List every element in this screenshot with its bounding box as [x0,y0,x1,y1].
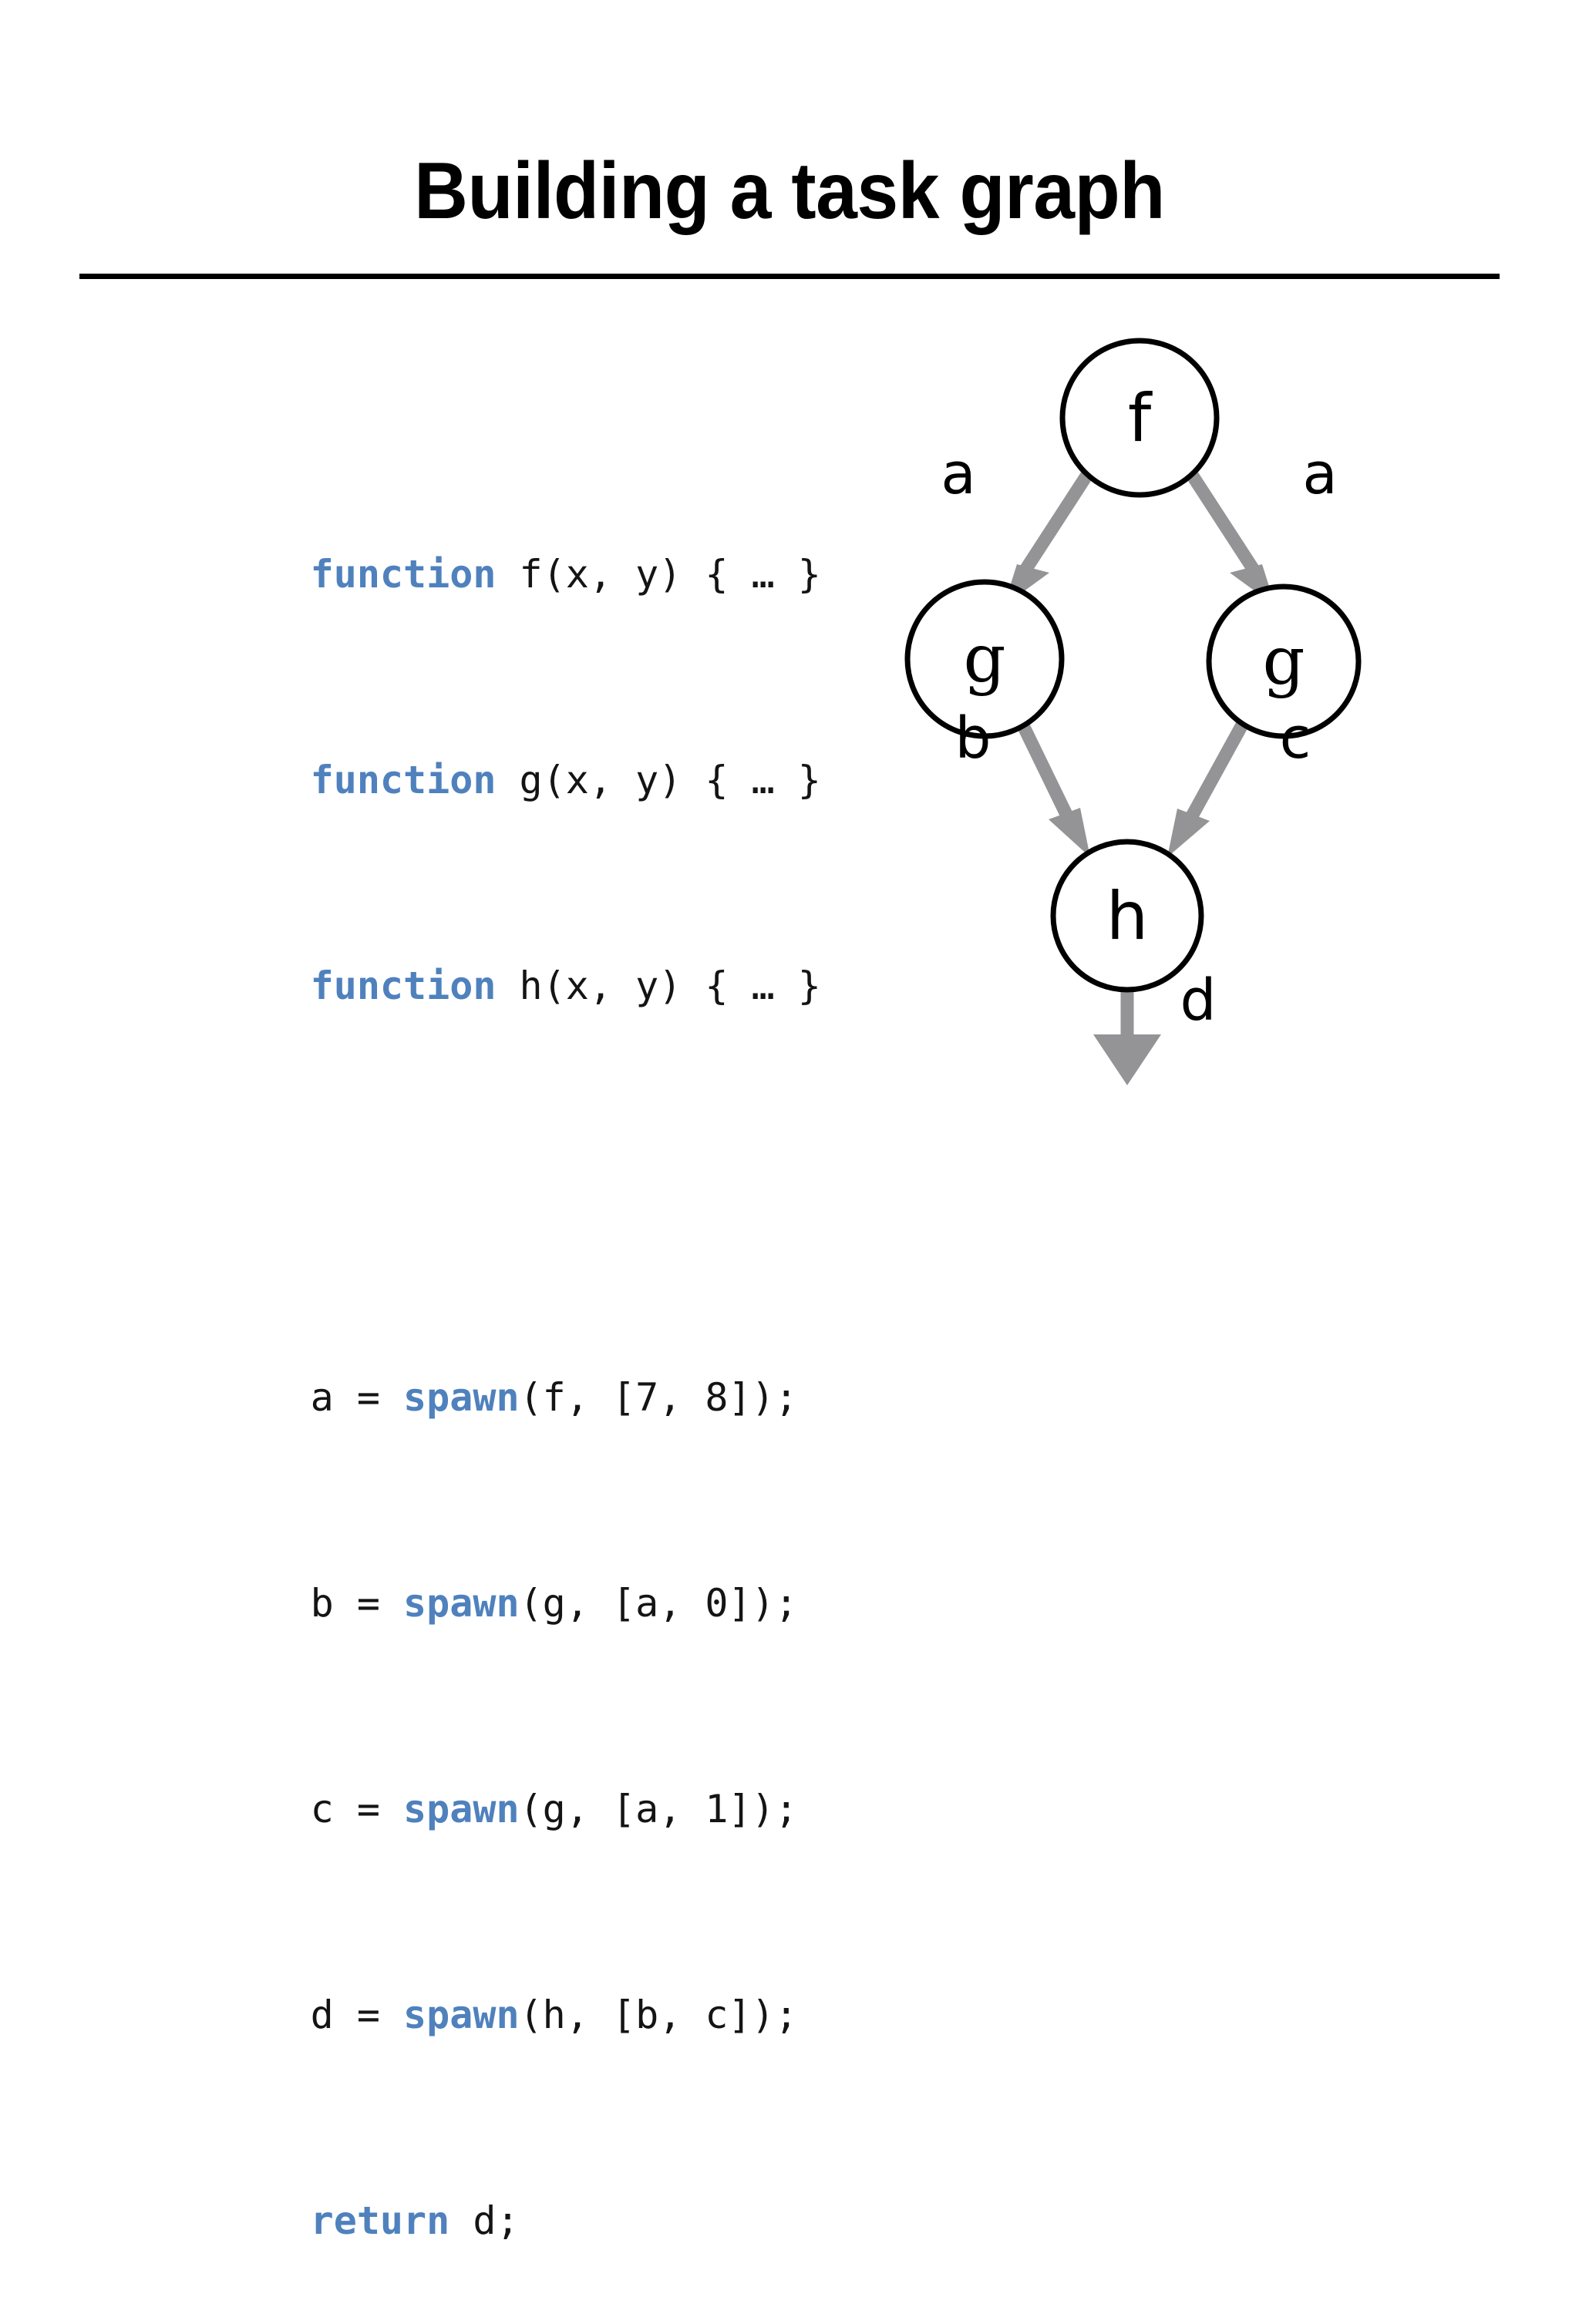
node-circle [904,579,1065,739]
code-line: function f(x, y) { … } [171,472,821,597]
code-keyword: spawn [403,1375,520,1420]
edge-h-to-output [1093,990,1161,1085]
node-g-left[interactable]: g [904,579,1065,739]
node-f[interactable]: f [1059,338,1220,498]
title-divider [79,274,1500,279]
code-line: a = spawn(f, [7, 8]); [171,1295,821,1420]
node-circle [1050,839,1204,993]
node-circle [1059,338,1220,498]
edge-label-b: b [955,705,992,772]
code-line: return d; [171,2118,821,2243]
code-text: (g, [a, 0]); [519,1581,798,1626]
code-text: a = [310,1375,404,1420]
node-label: g [1262,623,1305,700]
edge-f-to-g2 [1186,471,1275,606]
code-text: b = [310,1581,404,1626]
task-graph-diagram: f g g h a a b c d [833,308,1465,1102]
node-label: f [1128,380,1153,457]
code-keyword: function [310,758,497,802]
edge-g2-to-h [1167,717,1251,857]
code-line: function g(x, y) { … } [171,678,821,802]
code-line: d = spawn(h, [b, c]); [171,1912,821,2037]
code-text: g(x, y) { … } [496,758,821,802]
code-text: d; [449,2198,520,2243]
edge-label-a-right: a [1302,441,1337,507]
code-keyword: function [310,552,497,597]
code-blank-line [171,1089,821,1158]
code-listing: function f(x, y) { … } function g(x, y) … [171,335,821,2324]
node-circle [1206,584,1362,739]
code-line: function h(x, y) { … } [171,883,821,1008]
code-keyword: spawn [403,1581,520,1626]
edge-g1-to-h [1015,718,1090,857]
edge-label-c: c [1280,705,1311,772]
code-text: (f, [7, 8]); [519,1375,798,1420]
code-keyword: function [310,964,497,1008]
edge-label-a-left: a [941,441,975,507]
code-text: (h, [b, c]); [519,1993,798,2037]
code-keyword: spawn [403,1787,520,1831]
code-text: h(x, y) { … } [496,964,821,1008]
node-h[interactable]: h [1050,839,1204,993]
edge-label-d: d [1180,967,1217,1034]
node-label: h [1106,878,1149,955]
code-text: d = [310,1993,404,2037]
node-label: g [963,621,1005,698]
slide-canvas: Building a task graph function f(x, y) {… [79,146,1500,2243]
code-line: c = spawn(g, [a, 1]); [171,1707,821,1831]
page-title: Building a task graph [414,146,1165,236]
code-text: (g, [a, 1]); [519,1787,798,1831]
code-text: f(x, y) { … } [496,552,821,597]
code-keyword: spawn [403,1993,520,2037]
code-line: b = spawn(g, [a, 0]); [171,1501,821,1626]
code-keyword: return [310,2198,450,2243]
node-g-right[interactable]: g [1206,584,1362,739]
code-text: c = [310,1787,404,1831]
